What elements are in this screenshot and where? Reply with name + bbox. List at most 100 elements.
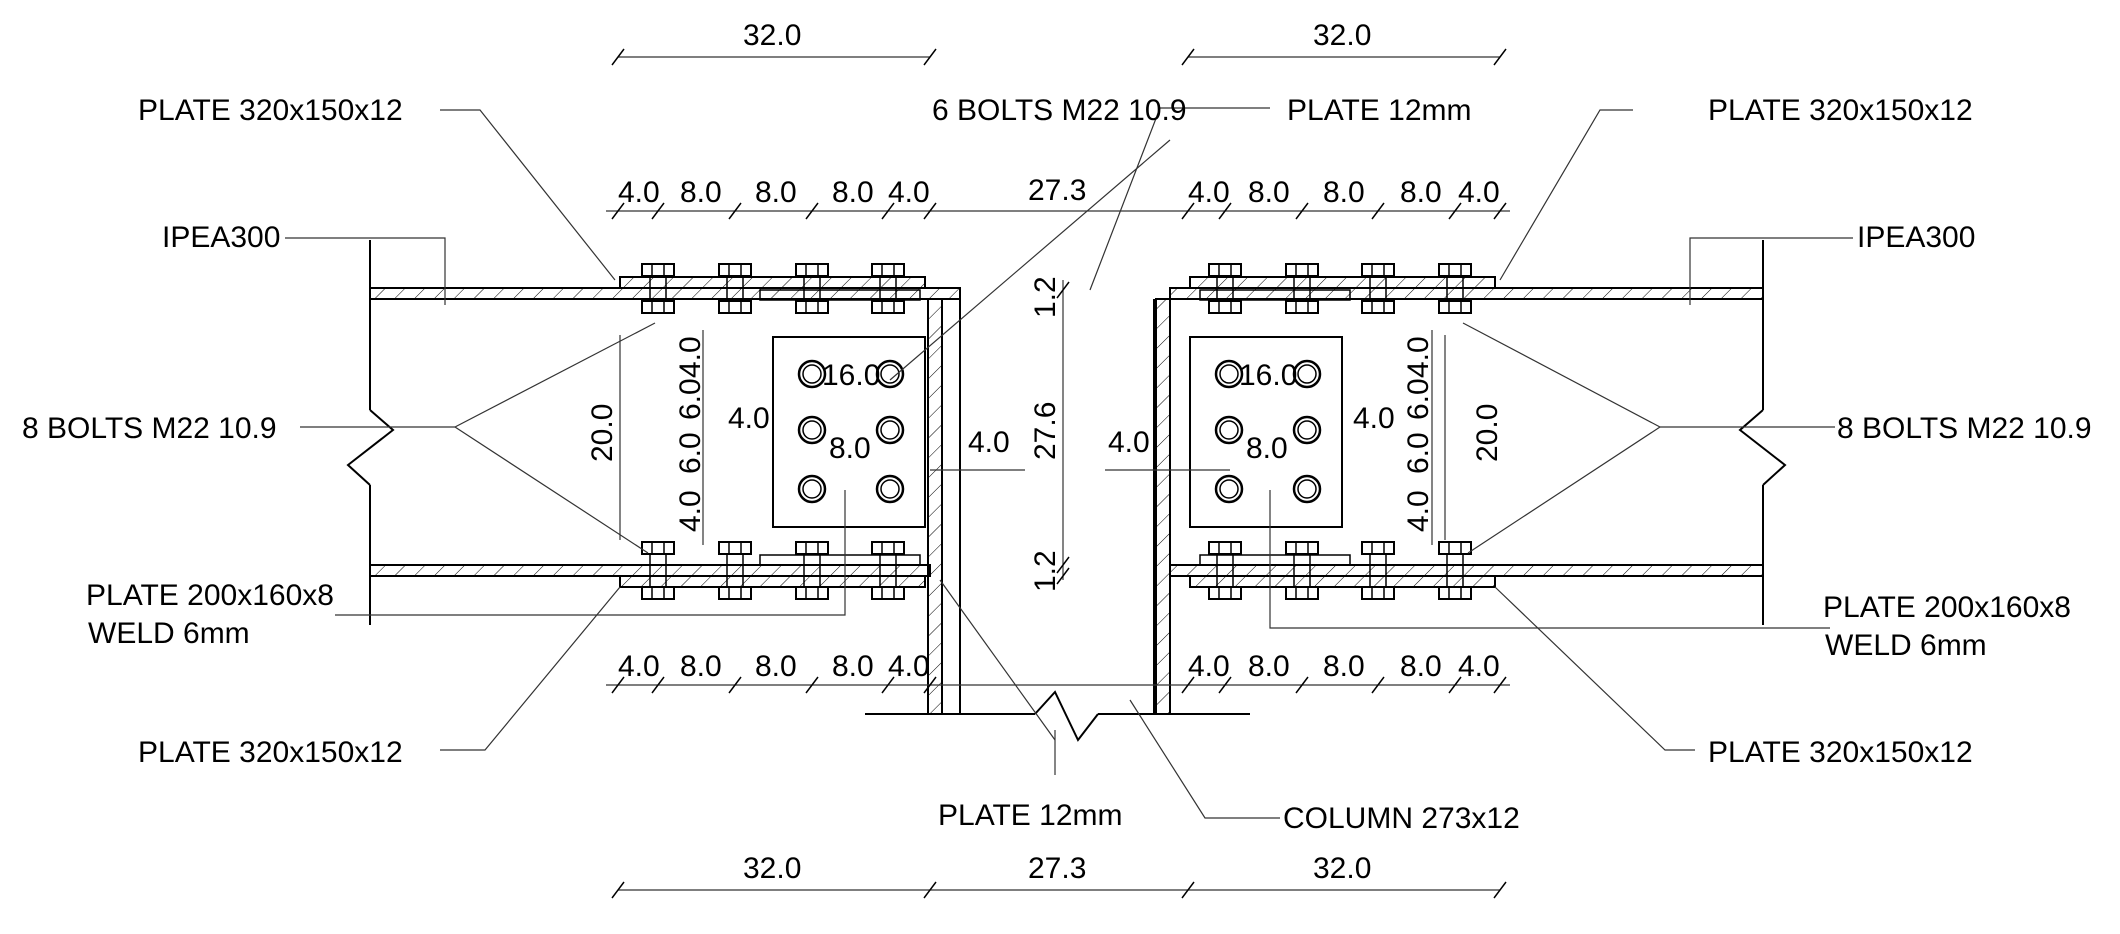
dim-top-right-total: 32.0 [1313, 19, 1371, 52]
web-plate-right [1189, 336, 1343, 528]
top-flange-plates [619, 276, 1496, 301]
dim-stiffener: 6.0 [1402, 432, 1435, 474]
bolt [1361, 263, 1395, 314]
bolt [1285, 541, 1319, 600]
dim-stiffener: 4.0 [674, 490, 707, 532]
bolt [1285, 263, 1319, 314]
dim-tick [923, 881, 937, 899]
dim-web-col-left: 4.0 [968, 426, 1010, 459]
weld-right-label: WELD 6mm [1825, 629, 1987, 662]
dim-stiffener: 4.0 [1402, 336, 1435, 378]
bolts-right-label: 8 BOLTS M22 10.9 [1837, 412, 2092, 445]
dim-bolt-spacing: 8.0 [1323, 176, 1365, 209]
bolt [1438, 263, 1472, 314]
dim-tick [611, 202, 625, 220]
plate-200-left-label: PLATE 200x160x8 [86, 579, 334, 612]
beam-right-label: IPEA300 [1857, 221, 1975, 254]
dim-bottom-right-total: 32.0 [1313, 852, 1371, 885]
dim-web-edge-right: 4.0 [1353, 402, 1395, 435]
dim-tick [651, 676, 665, 694]
web-bolt [797, 415, 827, 445]
dim-bolt-spacing: 8.0 [1248, 176, 1290, 209]
dim-tick [1493, 202, 1507, 220]
bolt [641, 541, 675, 600]
dim-tick [1371, 202, 1385, 220]
web-bolt [797, 359, 827, 389]
dim-bolt-spacing: 4.0 [618, 176, 660, 209]
bolt [871, 541, 905, 600]
dim-flange-bottom: 1.2 [1029, 550, 1062, 592]
web-bolts [797, 359, 1322, 504]
dim-tick [1295, 202, 1309, 220]
bolt [1208, 263, 1242, 314]
web-bolt [875, 359, 905, 389]
bolt [871, 263, 905, 314]
column-label: COLUMN 273x12 [1283, 802, 1520, 835]
dim-bolt-spacing: 8.0 [680, 176, 722, 209]
dim-bolt-spacing: 8.0 [1400, 650, 1442, 683]
plate-200-right-label: PLATE 200x160x8 [1823, 591, 2071, 624]
dim-tick [611, 881, 625, 899]
dim-tick [1493, 48, 1507, 66]
dim-tick [728, 676, 742, 694]
column [865, 298, 1250, 742]
dim-web-col-right: 4.0 [1108, 426, 1150, 459]
dim-beam-depth-left: 20.0 [586, 404, 619, 462]
bolt [795, 541, 829, 600]
plate-12-top-label: PLATE 12mm [1287, 94, 1472, 127]
bolt [641, 263, 675, 314]
flange-bolts [641, 263, 1472, 600]
plate-12-bottom-label: PLATE 12mm [938, 799, 1123, 832]
dim-column-width: 27.3 [1028, 174, 1086, 207]
weld-left-label: WELD 6mm [88, 617, 250, 650]
dim-bolt-spacing: 8.0 [755, 650, 797, 683]
dim-bolt-spacing: 8.0 [1400, 176, 1442, 209]
bolts-web-label: 6 BOLTS M22 10.9 [932, 94, 1187, 127]
dim-bolt-spacing: 8.0 [680, 650, 722, 683]
dim-tick [923, 676, 937, 694]
dim-column-height: 27.6 [1029, 402, 1062, 460]
dimension-ticks [611, 48, 1507, 899]
dim-bolt-spacing: 4.0 [1188, 650, 1230, 683]
bolt [1208, 541, 1242, 600]
dim-bolt-spacing: 4.0 [888, 176, 930, 209]
web-plate-left [772, 336, 926, 528]
dim-stiffener: 4.0 [1402, 490, 1435, 532]
web-bolt [1292, 359, 1322, 389]
dim-tick [881, 202, 895, 220]
beam-left-label: IPEA300 [162, 221, 280, 254]
bolt [1361, 541, 1395, 600]
dim-bolt-spacing: 8.0 [755, 176, 797, 209]
bolt [1438, 541, 1472, 600]
dim-tick [1295, 676, 1309, 694]
dim-tick [805, 676, 819, 694]
web-bolt [875, 474, 905, 504]
web-bolt [1214, 415, 1244, 445]
plate-top-left-label: PLATE 320x150x12 [138, 94, 403, 127]
dim-tick [805, 202, 819, 220]
dim-web-vgap-right: 8.0 [1246, 432, 1288, 465]
dim-tick [611, 48, 625, 66]
labels: PLATE 320x150x12 6 BOLTS M22 10.9 PLATE … [22, 94, 2092, 835]
dim-web-edge-left: 4.0 [728, 402, 770, 435]
web-bolt [1214, 359, 1244, 389]
web-bolt [875, 415, 905, 445]
dim-tick [611, 676, 625, 694]
plate-bottom-right-label: PLATE 320x150x12 [1708, 736, 1973, 769]
leader-lines [285, 107, 1853, 819]
bolt [795, 263, 829, 314]
dim-tick [1448, 202, 1462, 220]
dim-tick [1056, 281, 1070, 299]
dim-tick [1493, 676, 1507, 694]
dim-stiffener: 6.0 [674, 378, 707, 420]
dim-flange-top: 1.2 [1029, 276, 1062, 318]
dim-bolt-spacing: 4.0 [888, 650, 930, 683]
dim-stiffener: 6.0 [674, 432, 707, 474]
dim-bolt-spacing: 4.0 [1188, 176, 1230, 209]
web-bolt [797, 474, 827, 504]
dim-stiffener: 6.0 [1402, 378, 1435, 420]
dim-bolt-spacing: 8.0 [832, 176, 874, 209]
dim-tick [1493, 881, 1507, 899]
dimension-text: 32.0 32.0 32.0 27.3 32.0 27.3 4.0 4.0 4.… [586, 19, 1504, 885]
